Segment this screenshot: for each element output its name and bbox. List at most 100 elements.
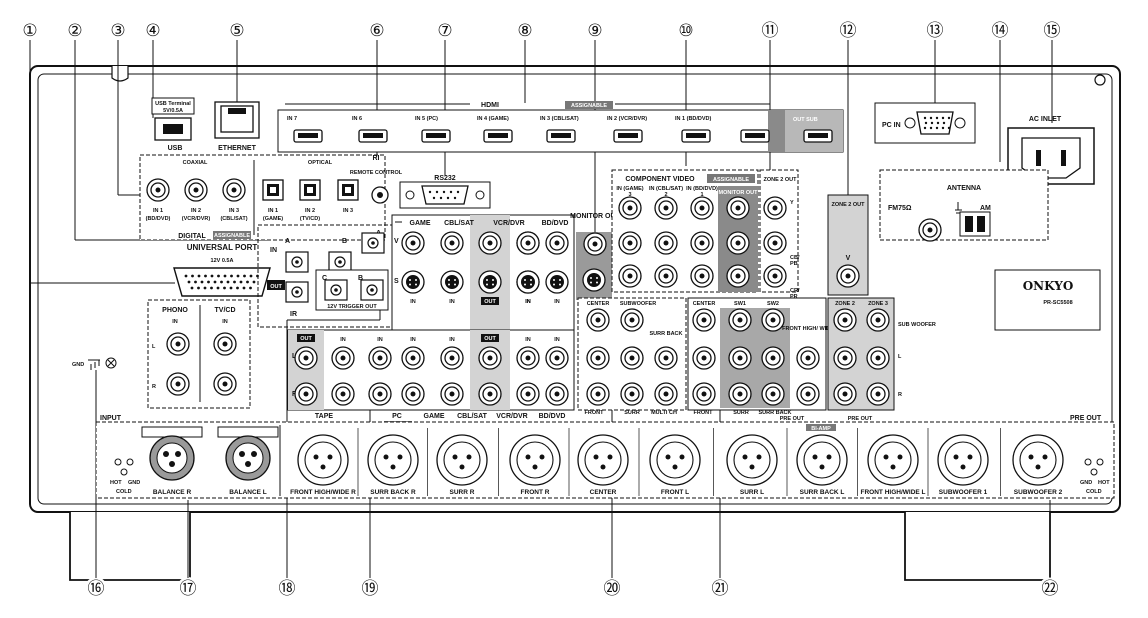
zone-preout-jack-2[interactable] — [833, 346, 857, 370]
component-jack-0-1[interactable] — [618, 231, 642, 255]
preout-jack-9[interactable] — [761, 382, 785, 406]
preout-jack-7[interactable] — [692, 382, 716, 406]
component-jack-3-2[interactable] — [726, 264, 750, 288]
pc-in-port[interactable] — [916, 111, 954, 135]
analog-l-jack-4[interactable] — [440, 346, 464, 370]
component-jack-1-0[interactable] — [654, 196, 678, 220]
multich-jack-3[interactable] — [620, 346, 644, 370]
xlr-balance-r-input[interactable] — [149, 435, 195, 481]
analog-l-jack-7[interactable] — [545, 346, 569, 370]
analog-l-jack-1[interactable] — [331, 346, 355, 370]
component-jack-1-2[interactable] — [654, 264, 678, 288]
component-jack-3-0[interactable] — [726, 196, 750, 220]
hdmi-in-2-vcr-dvr-port[interactable] — [613, 129, 643, 143]
video-svideo-jack[interactable] — [440, 270, 464, 294]
video-composite-jack[interactable] — [545, 231, 569, 255]
xlr-surr-l-output[interactable] — [726, 434, 778, 486]
component-jack-2-0[interactable] — [690, 196, 714, 220]
analog-l-jack-3[interactable] — [401, 346, 425, 370]
multich-jack-7[interactable] — [654, 382, 678, 406]
zone-preout-jack-0[interactable] — [833, 308, 857, 332]
xlr-surr-r-output[interactable] — [436, 434, 488, 486]
ir-in-a-jack[interactable] — [286, 252, 308, 272]
multich-jack-0[interactable] — [586, 308, 610, 332]
hdmi-in-3-cbl-sat-port[interactable] — [546, 129, 576, 143]
analog-r-jack-7[interactable] — [545, 382, 569, 406]
am-antenna-terminal[interactable] — [959, 211, 991, 237]
analog-r-jack-4[interactable] — [440, 382, 464, 406]
multich-jack-6[interactable] — [620, 382, 644, 406]
component-jack-0-0[interactable] — [618, 196, 642, 220]
hdmi-in-1-bd-dvd-port[interactable] — [681, 129, 711, 143]
analog-l-jack-0[interactable] — [294, 346, 318, 370]
analog-l-jack-2[interactable] — [368, 346, 392, 370]
analog-r-jack-5[interactable] — [478, 382, 502, 406]
preout-jack-0[interactable] — [692, 308, 716, 332]
xlr-subwoofer-2-output[interactable] — [1012, 434, 1064, 486]
preout-jack-2[interactable] — [761, 308, 785, 332]
component-jack-0-2[interactable] — [618, 264, 642, 288]
preout-jack-5[interactable] — [761, 346, 785, 370]
component-jack-1-1[interactable] — [654, 231, 678, 255]
preout-jack-3[interactable] — [692, 346, 716, 370]
optical-in-3-jack[interactable] — [337, 179, 359, 201]
zone-preout-jack-3[interactable] — [866, 346, 890, 370]
tvcd-r-jack[interactable] — [214, 373, 236, 395]
monitor-out-svideo-jack[interactable] — [583, 269, 605, 291]
preout-jack-8[interactable] — [728, 382, 752, 406]
multich-jack-4[interactable] — [654, 346, 678, 370]
trigger-c-jack[interactable] — [325, 280, 347, 300]
analog-r-jack-3[interactable] — [401, 382, 425, 406]
coaxial-in-1-bd-dvd-jack[interactable] — [146, 178, 170, 202]
xlr-balance-l-input[interactable] — [225, 435, 271, 481]
analog-r-jack-6[interactable] — [516, 382, 540, 406]
fm-antenna-jack[interactable] — [919, 219, 941, 241]
analog-r-jack-0[interactable] — [294, 382, 318, 406]
xlr-surr-back-l-output[interactable] — [796, 434, 848, 486]
video-svideo-jack[interactable] — [516, 270, 540, 294]
video-composite-jack[interactable] — [440, 231, 464, 255]
zone-preout-jack-1[interactable] — [866, 308, 890, 332]
zone2-component-jack-1[interactable] — [763, 231, 787, 255]
usb-port[interactable] — [163, 124, 183, 134]
zone2-component-jack-2[interactable] — [763, 264, 787, 288]
component-jack-2-2[interactable] — [690, 264, 714, 288]
ac-inlet-port[interactable] — [1021, 137, 1081, 179]
zone2-video-out-jack[interactable] — [837, 265, 859, 287]
zone-preout-jack-5[interactable] — [866, 382, 890, 406]
coaxial-in-3-cbl-sat-jack[interactable] — [222, 178, 246, 202]
multich-jack-5[interactable] — [586, 382, 610, 406]
video-composite-jack[interactable] — [401, 231, 425, 255]
monitor-out-composite-jack[interactable] — [584, 233, 606, 255]
ir-in-b-jack[interactable] — [329, 252, 351, 272]
xlr-front-l-output[interactable] — [649, 434, 701, 486]
coaxial-in-2-vcr-dvr-jack[interactable] — [184, 178, 208, 202]
analog-r-jack-2[interactable] — [368, 382, 392, 406]
trigger-a-jack[interactable] — [362, 233, 384, 253]
hdmi-in-7-port[interactable] — [293, 129, 323, 143]
xlr-center-output[interactable] — [577, 434, 629, 486]
trigger-b-jack[interactable] — [361, 280, 383, 300]
xlr-front-high-wide-r-output[interactable] — [297, 434, 349, 486]
ir-out-jack[interactable] — [286, 282, 308, 302]
hdmi-in-6-port[interactable] — [358, 129, 388, 143]
analog-l-jack-6[interactable] — [516, 346, 540, 370]
phono-r-jack[interactable] — [167, 373, 189, 395]
xlr-front-high-wide-l-output[interactable] — [867, 434, 919, 486]
preout-jack-6[interactable] — [796, 346, 820, 370]
hdmi-out-sub-port[interactable] — [803, 129, 833, 143]
phono-l-jack[interactable] — [167, 333, 189, 355]
video-svideo-jack[interactable] — [545, 270, 569, 294]
xlr-front-r-output[interactable] — [509, 434, 561, 486]
video-svideo-jack[interactable] — [478, 270, 502, 294]
analog-r-jack-1[interactable] — [331, 382, 355, 406]
multich-jack-1[interactable] — [620, 308, 644, 332]
tvcd-l-jack[interactable] — [214, 333, 236, 355]
rs232-port[interactable] — [421, 185, 469, 205]
hdmi-in-4-game-port[interactable] — [483, 129, 513, 143]
hdmi-in-5-pc-port[interactable] — [421, 129, 451, 143]
multich-jack-2[interactable] — [586, 346, 610, 370]
preout-jack-1[interactable] — [728, 308, 752, 332]
hdmi-out-main-port[interactable] — [740, 129, 770, 143]
component-jack-2-1[interactable] — [690, 231, 714, 255]
